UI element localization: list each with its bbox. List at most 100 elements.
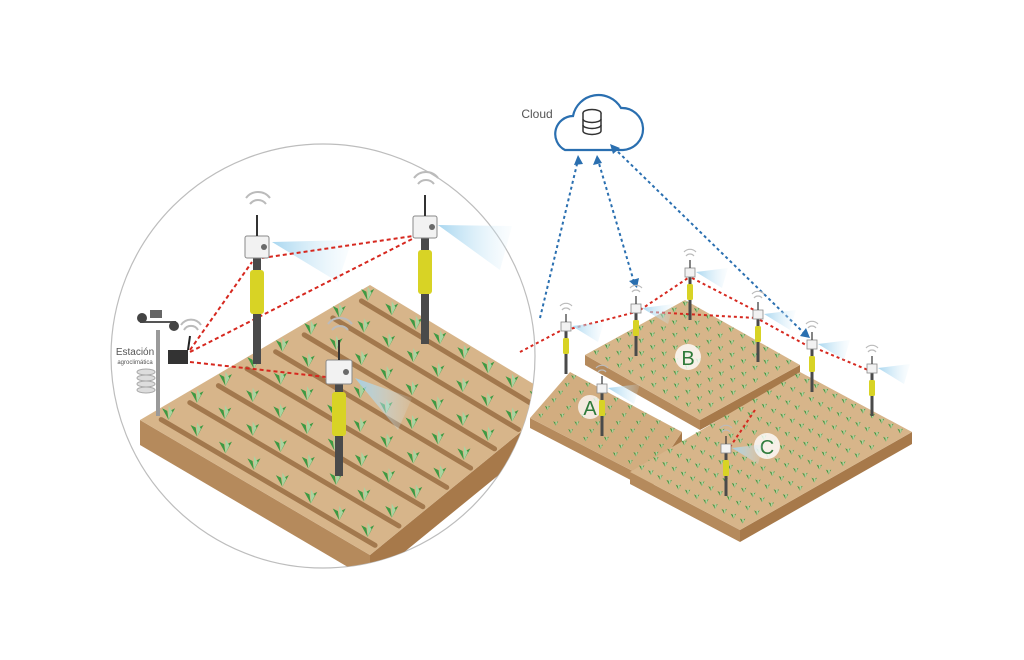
plant-leaf — [635, 420, 639, 426]
plant-leaf — [665, 460, 667, 467]
plant-leaf — [782, 443, 784, 450]
sensor-tube — [250, 270, 264, 314]
plant-leaf — [462, 411, 467, 426]
plant-leaf — [777, 352, 779, 359]
plant-leaf — [512, 407, 516, 422]
plant-leaf — [564, 382, 568, 388]
plant-leaf — [808, 396, 812, 402]
field-side — [740, 432, 912, 542]
plant-leaf — [742, 332, 745, 339]
plant-leaf — [806, 377, 809, 384]
plant-leaf — [653, 456, 656, 462]
plant-leaf — [744, 455, 747, 462]
field-side — [700, 365, 800, 430]
plant-leaf — [717, 346, 721, 352]
plant-leaf — [308, 352, 313, 368]
plant-leaf — [650, 428, 653, 433]
plant-leaf — [361, 452, 366, 467]
plant-leaf — [405, 383, 413, 396]
plant-leaf — [731, 338, 734, 345]
plant-leaf — [672, 357, 676, 363]
field-side — [585, 355, 700, 430]
plant-leaf — [754, 510, 757, 516]
plant-leaf — [729, 494, 731, 501]
plant-leaf — [817, 433, 821, 439]
plant-leaf — [627, 405, 631, 410]
plant-leaf — [615, 338, 619, 343]
wifi-signal-icon — [683, 248, 697, 257]
plant-leaf — [683, 339, 687, 345]
wifi-signal-icon — [751, 290, 765, 299]
plant-leaf — [672, 345, 676, 351]
signal-beam — [608, 384, 640, 404]
plant-leaf — [791, 448, 794, 455]
zoom-detail-view: Estación agroclimática — [110, 143, 536, 569]
plant-leaf — [273, 406, 280, 419]
plant-leaf — [664, 362, 667, 369]
sensor-node-icon — [595, 364, 640, 436]
plant-leaf — [633, 451, 636, 457]
wifi-signal-icon — [805, 320, 819, 329]
sensor-tube — [633, 320, 639, 336]
plant-leaf — [649, 344, 653, 350]
plant-leaf — [361, 350, 366, 366]
link-line — [189, 261, 253, 351]
plant-leaf — [651, 318, 654, 325]
plant-leaf — [710, 388, 713, 395]
field-b-plants — [593, 300, 792, 414]
plant-leaf — [752, 378, 756, 384]
plant-leaf — [747, 411, 751, 417]
arrowhead — [593, 155, 602, 165]
plant-leaf — [730, 463, 732, 470]
plant-leaf — [406, 451, 414, 464]
plant-leaf — [487, 426, 492, 441]
plant-leaf — [754, 339, 756, 346]
plant-leaf — [829, 437, 831, 444]
plant-leaf — [782, 412, 785, 419]
plant-leaf — [597, 420, 600, 426]
crop-row — [301, 332, 498, 452]
plant-leaf — [799, 484, 802, 491]
plant-leaf — [655, 420, 659, 425]
plant-leaf — [581, 389, 583, 395]
sensor-box — [752, 309, 764, 320]
zoom-soil-right-face — [370, 400, 535, 568]
plant-leaf — [735, 450, 737, 457]
sensor-tube — [332, 392, 346, 436]
plant-leaf — [687, 388, 690, 395]
plant-leaf — [609, 428, 613, 434]
plant-leaf — [329, 338, 337, 350]
plant-leaf — [798, 423, 802, 429]
plant-leaf — [612, 452, 616, 457]
plant-leaf — [613, 397, 616, 403]
plant-leaf — [765, 345, 768, 352]
link-line — [639, 277, 689, 311]
plant-leaf — [463, 344, 468, 359]
plant-leaf — [740, 437, 742, 444]
sensor-lens — [429, 224, 435, 230]
plant-leaf — [714, 441, 717, 447]
plant-leaf — [841, 398, 845, 404]
plant-leaf — [822, 420, 826, 426]
plant-leaf — [812, 415, 816, 421]
plant-leaf — [480, 395, 488, 407]
plant-leaf — [300, 388, 308, 401]
plant-leaf — [696, 493, 699, 500]
plant-leaf — [726, 495, 730, 501]
plant-leaf — [415, 315, 420, 330]
plant-leaf — [678, 483, 681, 490]
plant-leaf — [357, 489, 364, 502]
plant-leaf — [683, 326, 686, 332]
plant-leaf — [661, 442, 663, 449]
plant-leaf — [835, 443, 839, 449]
plant-leaf — [332, 508, 340, 521]
plant-leaf — [739, 468, 742, 475]
plant-leaf — [685, 300, 687, 307]
link-line — [261, 234, 421, 259]
plant-leaf — [679, 452, 681, 459]
plant-leaf — [744, 383, 746, 390]
plant-leaf — [708, 402, 711, 408]
plant-leaf — [433, 467, 440, 480]
plant-leaf — [824, 450, 826, 457]
plant-leaf — [380, 368, 387, 381]
